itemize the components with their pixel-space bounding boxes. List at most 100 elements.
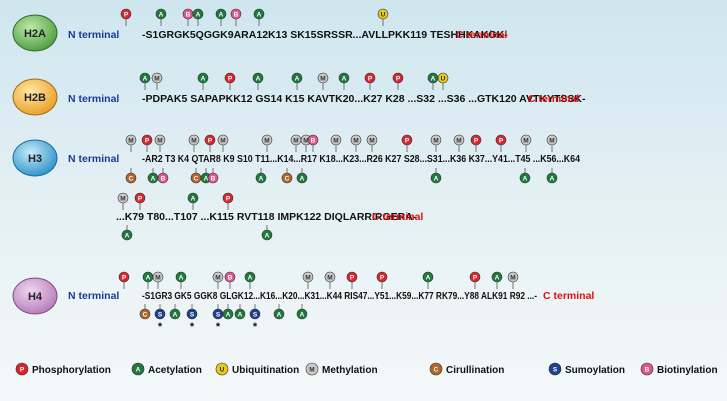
svg-text:S: S [158,311,163,318]
mod-marker-m: M [507,271,519,289]
svg-text:A: A [431,75,436,82]
svg-text:M: M [303,137,308,144]
mod-marker-a: A [187,192,199,210]
mod-marker-p: P [120,8,132,26]
svg-text:A: A [159,11,164,18]
svg-text:A: A [265,232,270,239]
legend-label: Acetylation [148,365,202,376]
h3-sequence-line2: ...K79 T80...T107 ...K115 RVT118 IMPK122… [116,211,417,223]
svg-text:M: M [510,274,515,281]
asterisk-mark: * [158,321,163,333]
mod-marker-m: M [117,192,129,210]
mod-marker-b: B [230,8,242,26]
mod-marker-c: C [125,168,137,184]
svg-text:A: A [295,75,300,82]
mod-marker-a: A [215,8,227,26]
svg-text:M: M [215,274,220,281]
mod-marker-s: S [154,304,166,320]
svg-text:A: A [136,367,141,374]
svg-text:P: P [145,137,150,144]
legend-swatch-icon [305,362,319,376]
svg-text:M: M [120,195,125,202]
svg-text:M: M [327,274,332,281]
svg-text:M: M [155,274,160,281]
mod-marker-p: P [118,271,130,289]
h4-sequence: -S1GR3 GK5 GGK8 GLGK12...K16...K20...K31… [142,290,537,302]
mod-marker-a: A [121,225,133,241]
svg-text:A: A [226,311,231,318]
legend-swatch-icon [548,362,562,376]
svg-text:C: C [194,175,199,182]
asterisk-mark: * [190,321,195,333]
svg-text:A: A [219,11,224,18]
mod-marker-a: A [430,168,442,184]
svg-text:S: S [253,311,258,318]
svg-text:M: M [264,137,269,144]
mod-marker-m: M [188,134,200,152]
mod-marker-s: S [212,304,224,320]
svg-text:P: P [138,195,143,202]
svg-text:A: A [257,11,262,18]
legend-swatch-icon [15,362,29,376]
svg-text:S: S [190,311,195,318]
h2a-c-terminal: C terminal [456,29,507,41]
mod-marker-p: P [392,72,404,90]
mod-marker-m: M [366,134,378,152]
svg-text:M: M [549,137,554,144]
histone-h3-badge: H3 [12,139,58,177]
mod-marker-m: M [520,134,532,152]
svg-text:P: P [474,137,479,144]
svg-text:U: U [381,11,386,18]
svg-text:A: A [146,274,151,281]
mod-marker-p: P [346,271,358,289]
mod-marker-b: B [182,8,194,26]
legend-label: Cirullination [446,365,504,376]
mod-marker-b: B [307,134,319,152]
svg-text:P: P [368,75,373,82]
svg-text:U: U [441,75,446,82]
svg-text:P: P [208,137,213,144]
mod-marker-a: A [169,304,181,320]
svg-text:A: A [523,175,528,182]
legend-label: Ubiquitination [232,365,299,376]
svg-text:B: B [161,175,166,182]
legend-swatch-icon [131,362,145,376]
h2a-n-terminal: N terminal [68,29,119,41]
mod-marker-m: M [154,134,166,152]
h2b-n-terminal: N terminal [68,93,119,105]
mod-marker-m: M [151,72,163,90]
mod-marker-a: A [338,72,350,90]
mod-marker-p: P [224,72,236,90]
mod-marker-a: A [255,168,267,184]
svg-text:B: B [645,367,650,374]
svg-text:A: A [151,175,156,182]
svg-text:A: A [300,311,305,318]
mod-marker-m: M [290,134,302,152]
svg-text:M: M [333,137,338,144]
mod-marker-p: P [364,72,376,90]
svg-text:M: M [293,137,298,144]
svg-text:A: A [173,311,178,318]
svg-text:A: A [143,75,148,82]
svg-text:U: U [220,367,225,374]
svg-text:A: A [259,175,264,182]
svg-text:A: A [125,232,130,239]
mod-marker-p: P [134,192,146,210]
histone-h3-name: H3 [28,153,42,165]
h2b-sequence: -PDPAK5 SAPAPKK12 GS14 K15 KAVTK20...K27… [142,93,586,105]
svg-text:M: M [157,137,162,144]
svg-text:S: S [216,311,221,318]
svg-text:A: A [434,175,439,182]
svg-text:P: P [380,274,385,281]
mod-marker-u: U [437,72,449,90]
mod-marker-a: A [234,304,246,320]
mod-marker-m: M [261,134,273,152]
svg-text:C: C [129,175,134,182]
svg-text:A: A [495,274,500,281]
mod-marker-m: M [212,271,224,289]
mod-marker-s: S [186,304,198,320]
mod-marker-p: P [141,134,153,152]
h4-c-terminal: C terminal [543,290,594,302]
